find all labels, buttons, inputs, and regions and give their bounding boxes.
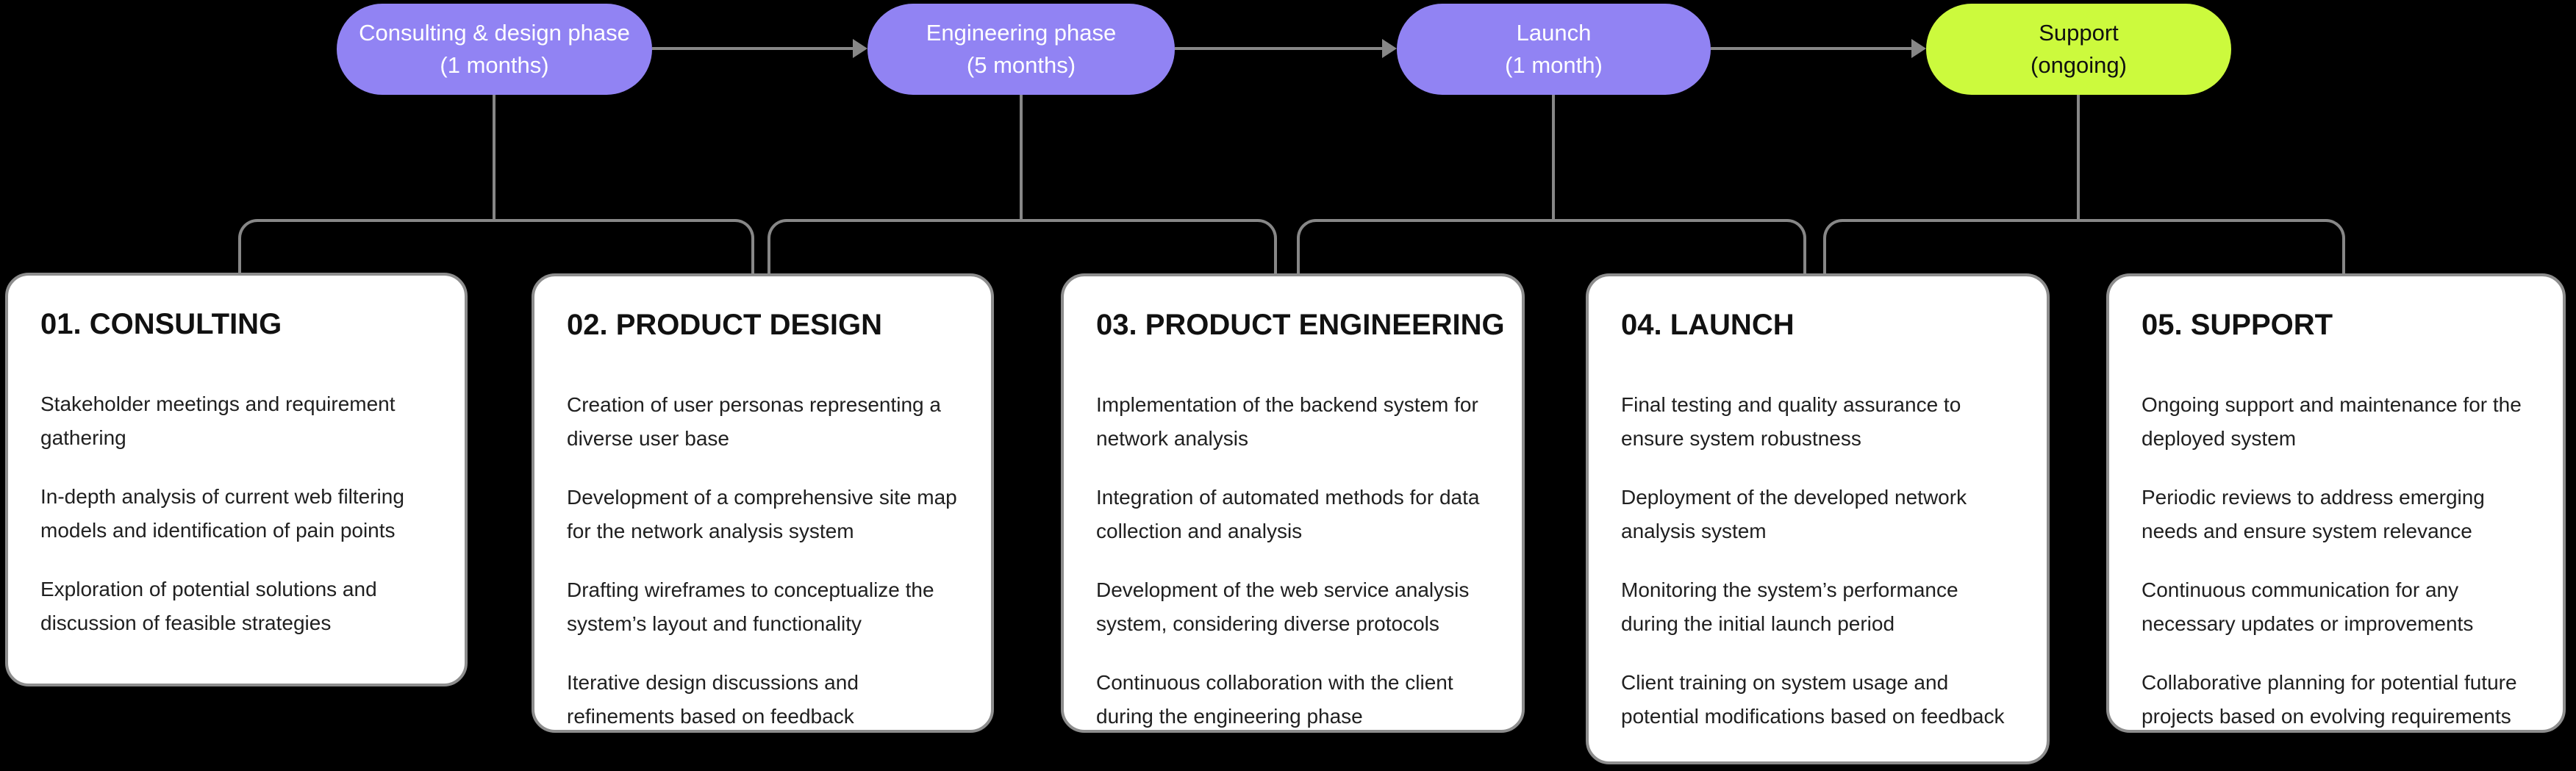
card-title: 05. SUPPORT [2142, 309, 2333, 341]
card-item: Integration of automated methods for dat… [1096, 486, 1480, 542]
card-item: Ongoing support and maintenance for the … [2142, 393, 2522, 450]
phase-name: Engineering phase [926, 20, 1117, 46]
phase-duration: (1 months) [440, 52, 549, 78]
phase-duration: (ongoing) [2031, 52, 2127, 78]
card-title: 02. PRODUCT DESIGN [567, 309, 882, 341]
card-item: Periodic reviews to address emerging nee… [2142, 486, 2485, 542]
card-title: 01. CONSULTING [40, 308, 282, 340]
phase-name: Launch [1516, 20, 1592, 46]
stem-connector-launch [1552, 93, 1555, 222]
card-item: Monitoring the system’s performance duri… [1621, 578, 1958, 635]
card-item: Client training on system usage and pote… [1621, 671, 2005, 728]
phase-pill-launch: Launch (1 month) [1397, 4, 1711, 95]
bracket-connector-2 [768, 219, 1277, 277]
bracket-connector-3 [1297, 219, 1806, 277]
phase-name: Consulting & design phase [359, 20, 630, 46]
phase-name: Support [2039, 20, 2119, 46]
card-item: Continuous communication for any necessa… [2142, 578, 2474, 635]
phase-duration: (1 month) [1505, 52, 1603, 78]
stem-connector-consulting [493, 93, 495, 222]
phase-card-product-engineering: 03. PRODUCT ENGINEERING Implementation o… [1061, 273, 1525, 733]
card-item: Final testing and quality assurance to e… [1621, 393, 1961, 450]
card-item: Drafting wireframes to conceptualize the… [567, 578, 934, 635]
phase-duration: (5 months) [966, 52, 1076, 78]
card-item: Creation of user personas representing a… [567, 393, 941, 450]
flow-connector-3 [1711, 47, 1916, 50]
arrowhead-right-icon [853, 39, 867, 58]
bracket-connector-1 [238, 219, 754, 277]
card-item: Deployment of the developed network anal… [1621, 486, 1967, 542]
card-item: Continuous collaboration with the client… [1096, 671, 1453, 728]
card-item: Exploration of potential solutions and d… [40, 578, 377, 634]
arrowhead-right-icon [1382, 39, 1397, 58]
phase-pill-engineering: Engineering phase (5 months) [867, 4, 1175, 95]
card-item: In-depth analysis of current web filteri… [40, 485, 404, 542]
card-item: Development of a comprehensive site map … [567, 486, 957, 542]
phase-card-launch: 04. LAUNCH Final testing and quality ass… [1586, 273, 2050, 764]
card-item: Implementation of the backend system for… [1096, 393, 1478, 450]
card-item: Development of the web service analysis … [1096, 578, 1470, 635]
stem-connector-engineering [1020, 93, 1023, 222]
card-item: Iterative design discussions and refinem… [567, 671, 859, 728]
card-title: 03. PRODUCT ENGINEERING [1096, 309, 1505, 341]
card-item: Stakeholder meetings and requirement gat… [40, 392, 396, 449]
phase-card-support: 05. SUPPORT Ongoing support and maintena… [2106, 273, 2566, 733]
arrowhead-right-icon [1911, 39, 1926, 58]
card-item: Collaborative planning for potential fut… [2142, 671, 2517, 728]
stem-connector-support [2077, 93, 2080, 222]
phase-card-consulting: 01. CONSULTING Stakeholder meetings and … [5, 273, 468, 686]
phase-pill-consulting-design: Consulting & design phase (1 months) [337, 4, 652, 95]
phase-card-product-design: 02. PRODUCT DESIGN Creation of user pers… [532, 273, 994, 733]
flow-connector-1 [652, 47, 857, 50]
phase-pill-support: Support (ongoing) [1926, 4, 2231, 95]
bracket-connector-4 [1823, 219, 2345, 277]
card-title: 04. LAUNCH [1621, 309, 1795, 341]
flow-connector-2 [1175, 47, 1387, 50]
